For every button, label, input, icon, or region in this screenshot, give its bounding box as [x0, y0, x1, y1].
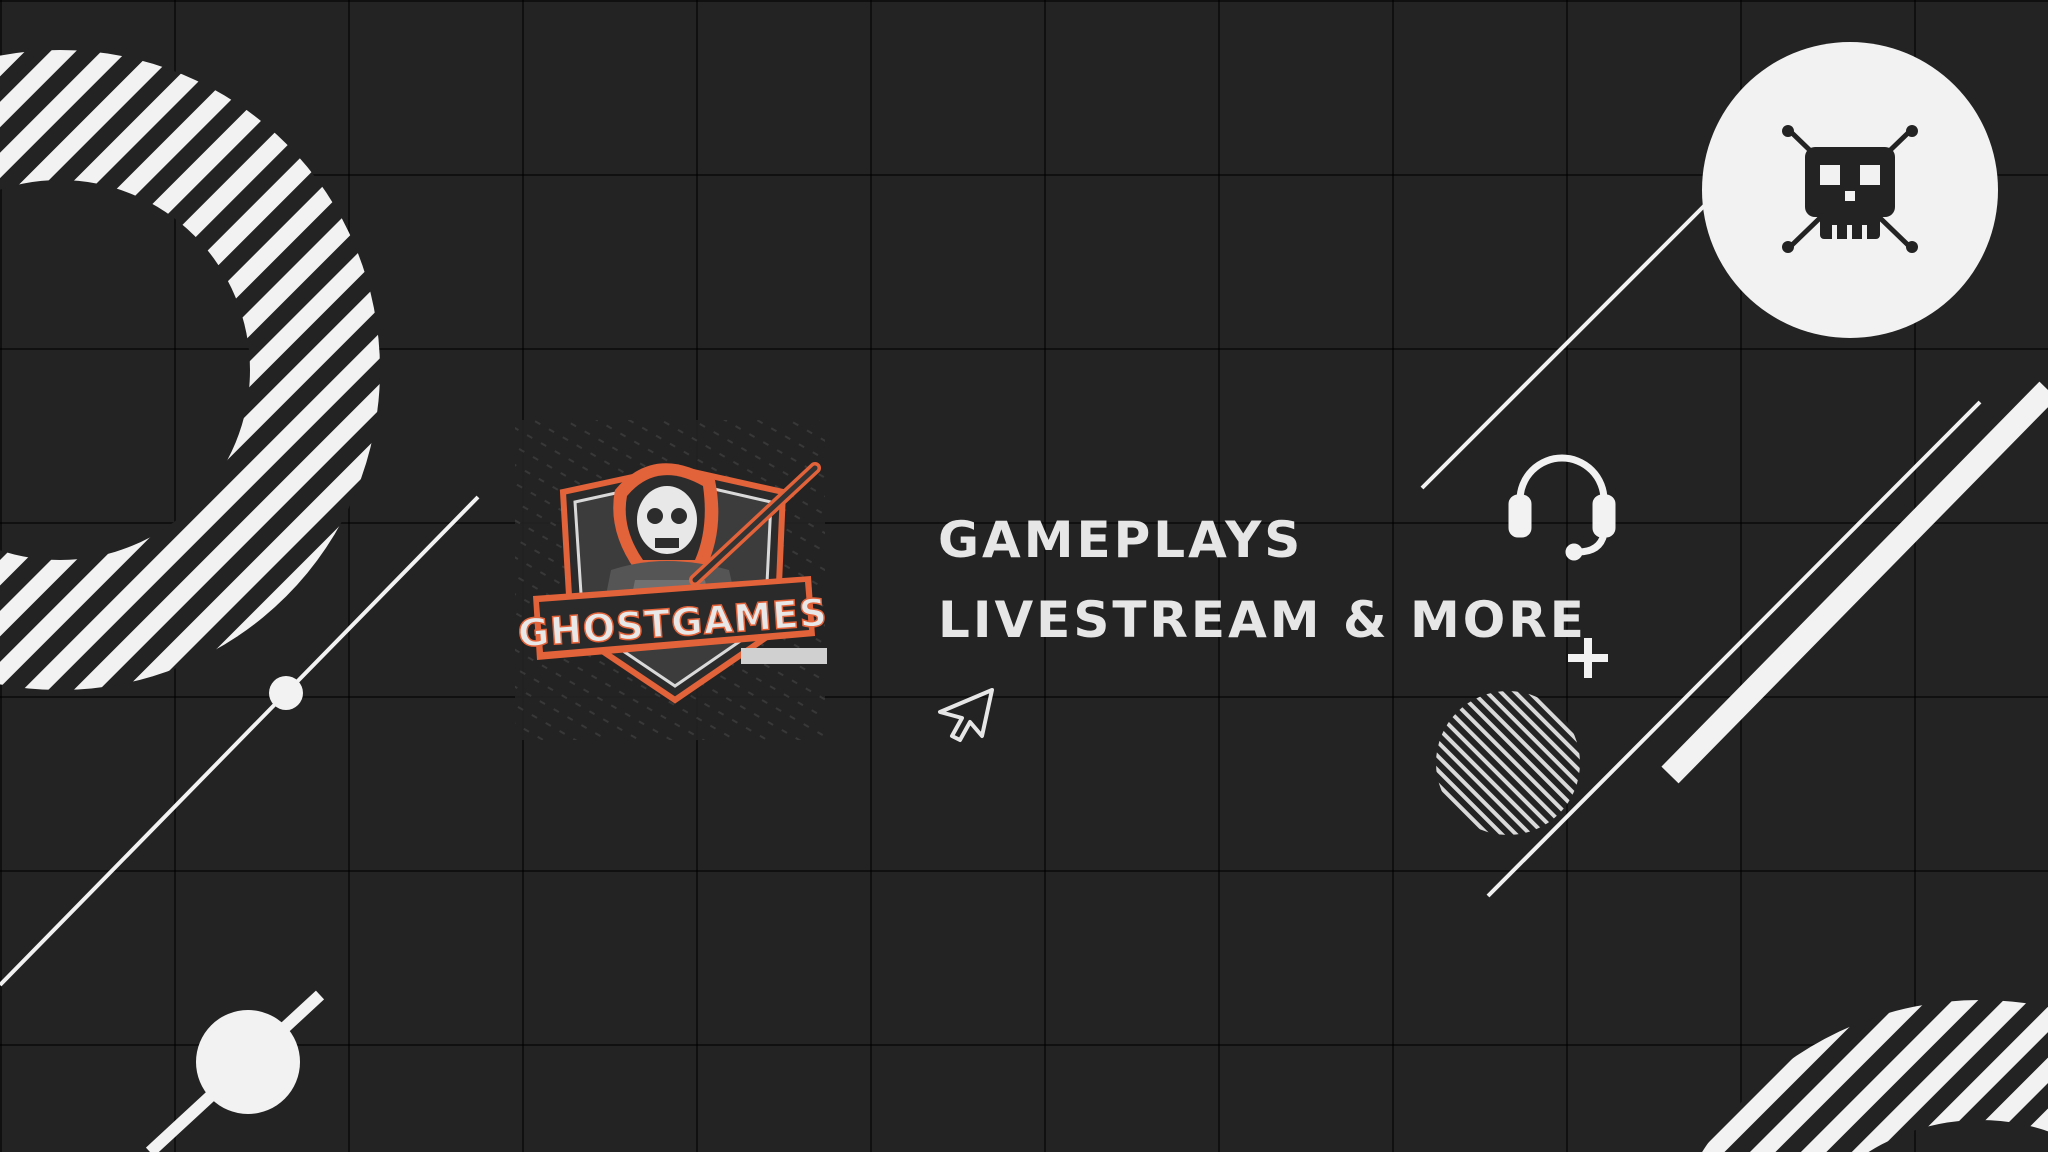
skull-crossbones-icon — [1782, 125, 1918, 253]
tagline: GAMEPLAYS LIVESTREAM & MORE — [938, 500, 1587, 660]
circle-bottom-left — [196, 1010, 300, 1114]
striped-ring-top-left — [0, 0, 420, 720]
diagonal-line-left — [0, 495, 480, 987]
dot-left — [269, 676, 303, 710]
tagline-line-gameplays: GAMEPLAYS — [938, 511, 1304, 569]
striped-ring-bottom-right — [1600, 960, 2048, 1152]
hatched-circle — [1436, 691, 1580, 835]
diagonal-line-right-thin — [1486, 400, 1982, 898]
headset-icon — [1508, 454, 1616, 561]
ghostgames-emblem-logo: GHOSTGAMES — [515, 420, 830, 740]
plus-icon — [1568, 638, 1608, 678]
tagline-line-livestream: LIVESTREAM & MORE — [938, 591, 1587, 649]
diagonal-line-top-right — [1420, 203, 1707, 490]
diagonal-bar-right-thick — [1661, 381, 2048, 784]
cursor-arrow-icon — [938, 688, 994, 742]
